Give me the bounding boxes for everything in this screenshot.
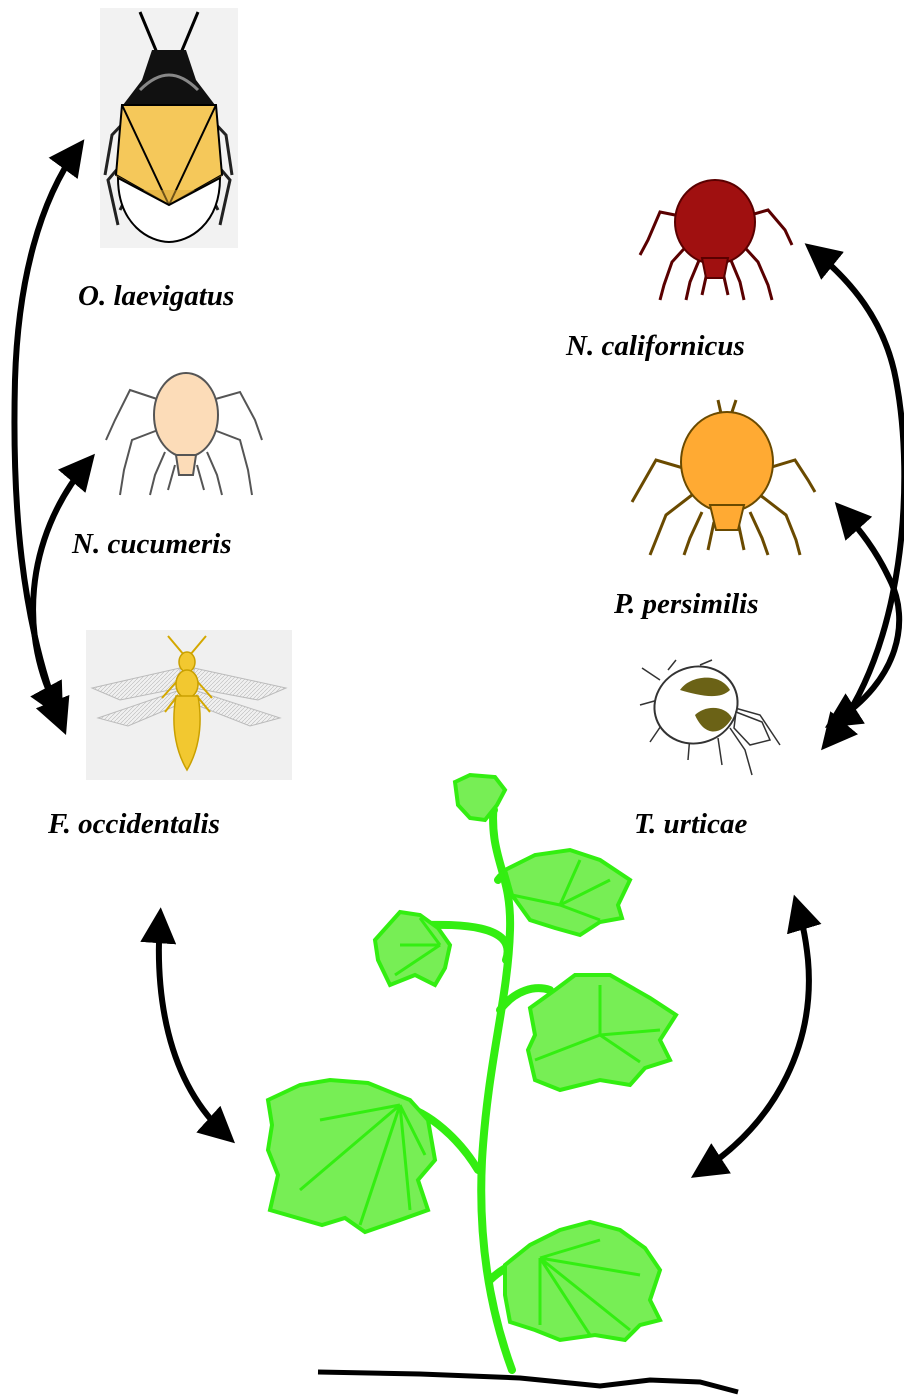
label-n-cucumeris: N. cucumeris <box>72 530 232 559</box>
label-p-persimilis: P. persimilis <box>614 590 759 619</box>
leaf-top <box>455 775 505 820</box>
arrow-n-cucumeris-f-occidentalis <box>33 462 88 710</box>
o-laevigatus-illustration <box>100 8 238 248</box>
f-occidentalis-illustration <box>86 630 292 780</box>
label-o-laevigatus: O. laevigatus <box>78 282 234 311</box>
ground-line <box>318 1372 738 1392</box>
plant-illustration <box>268 775 738 1392</box>
arrow-n-californicus-t-urticae <box>813 250 904 742</box>
arrow-t-urticae-plant <box>700 905 809 1172</box>
arrow-f-occidentalis-plant <box>159 918 227 1136</box>
leaf-middle-right <box>528 975 676 1090</box>
n-cucumeris-illustration <box>106 373 262 495</box>
label-t-urticae: T. urticae <box>634 810 747 839</box>
label-n-californicus: N. californicus <box>566 332 745 361</box>
t-urticae-illustration <box>640 655 780 775</box>
arrow-o-laevigatus-f-occidentalis <box>14 148 78 725</box>
n-californicus-illustration <box>640 180 792 300</box>
label-f-occidentalis: F. occidentalis <box>48 810 220 839</box>
p-persimilis-illustration <box>632 400 815 555</box>
leaf-upper-right <box>505 850 630 935</box>
